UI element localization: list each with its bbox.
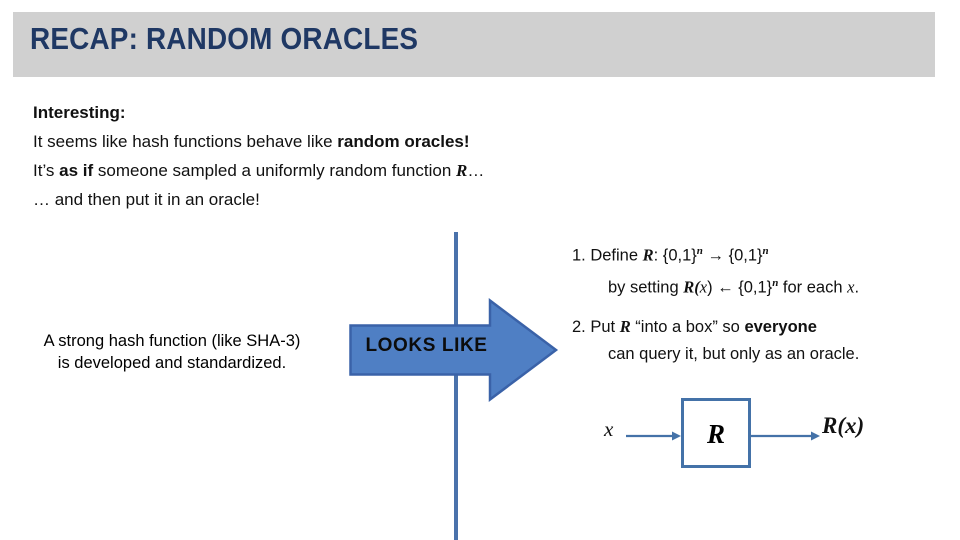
step-2-variable-r: R [619, 317, 631, 336]
oracle-steps: 1. Define R: {0,1}n → {0,1}n by setting … [572, 238, 950, 368]
intro-text-block: Interesting: It seems like hash function… [33, 98, 593, 214]
step-1-line-2-period: . [854, 278, 860, 296]
oracle-output-paren-close: ) [856, 413, 865, 438]
oracle-output-arrow-icon [751, 431, 820, 441]
step-1-setting-pre: by setting [608, 278, 684, 296]
step-1-line-2-paren-open: ( [694, 277, 700, 296]
left-caption-line-2: is developed and standardized. [57, 354, 287, 372]
step-1-number: 1. Define [572, 246, 643, 265]
step-1-line-1: 1. Define R: {0,1}n → {0,1}n [572, 238, 950, 270]
step-2-into-a-box: “into a box” so [630, 318, 745, 336]
step-1-exponent-2: n [762, 245, 769, 257]
oracle-input-arrow-icon [626, 431, 681, 441]
step-1-assign: ) ← {0,1} [707, 278, 773, 296]
step-1-foreach: for each [778, 278, 848, 296]
step-1-domain: : {0,1} [653, 246, 697, 265]
step-1-variable-r: R [642, 245, 654, 265]
step-1-line-2-exponent: n [772, 276, 779, 289]
intro-line-2-mid: someone sampled a uniformly random funct… [93, 161, 457, 180]
oracle-output-paren-open: ( [837, 413, 846, 438]
intro-heading: Interesting: [33, 103, 126, 122]
looks-like-arrow: LOOKS LIKE [349, 297, 559, 403]
vertical-divider-line [454, 232, 458, 540]
oracle-input-label: x [604, 417, 614, 441]
oracle-output-x: x [845, 413, 857, 438]
intro-line-1: It seems like hash functions behave like… [33, 127, 593, 156]
oracle-box-label: R [706, 419, 725, 449]
step-1-line-2-variable-x2: x [847, 277, 855, 296]
intro-line-3: … and then put it in an oracle! [33, 190, 260, 209]
oracle-output-label: R(x) [822, 413, 864, 439]
step-2-line-2: can query it, but only as an oracle. [608, 345, 860, 363]
step-1-exponent-1: n [696, 245, 703, 257]
intro-line-1-emphasis: random oracles! [337, 132, 470, 151]
intro-line-2-emphasis: as if [59, 161, 94, 180]
oracle-box: R [681, 398, 751, 468]
step-1-line-2-variable-x: x [699, 277, 708, 296]
step-2-number: 2. Put [572, 318, 620, 336]
step-1-line-2-variable-r: R [683, 277, 695, 296]
intro-line-2-variable: R [456, 161, 468, 180]
block-arrow-icon [349, 298, 559, 402]
step-1-maps-to: → {0,1} [702, 246, 763, 265]
step-2-emphasis: everyone [744, 318, 817, 336]
intro-line-1-text: It seems like hash functions behave like [33, 132, 338, 151]
left-caption-line-1: A strong hash function (like SHA-3) [43, 332, 301, 350]
intro-line-2-pre: It’s [33, 161, 60, 180]
page-title: RECAP: RANDOM ORACLES [30, 21, 419, 56]
left-caption: A strong hash function (like SHA-3) is d… [12, 330, 332, 374]
oracle-output-r: R [822, 413, 838, 438]
oracle-box-diagram: x R R(x) [596, 395, 926, 477]
intro-line-2: It’s as if someone sampled a uniformly r… [33, 156, 593, 185]
intro-line-2-post: … [467, 161, 485, 180]
step-1-line-2: by setting R(x) ← {0,1}n for each x. [572, 270, 950, 302]
step-2-line-1: 2. Put R “into a box” so everyone [572, 313, 950, 341]
slide-title-banner [13, 12, 935, 77]
